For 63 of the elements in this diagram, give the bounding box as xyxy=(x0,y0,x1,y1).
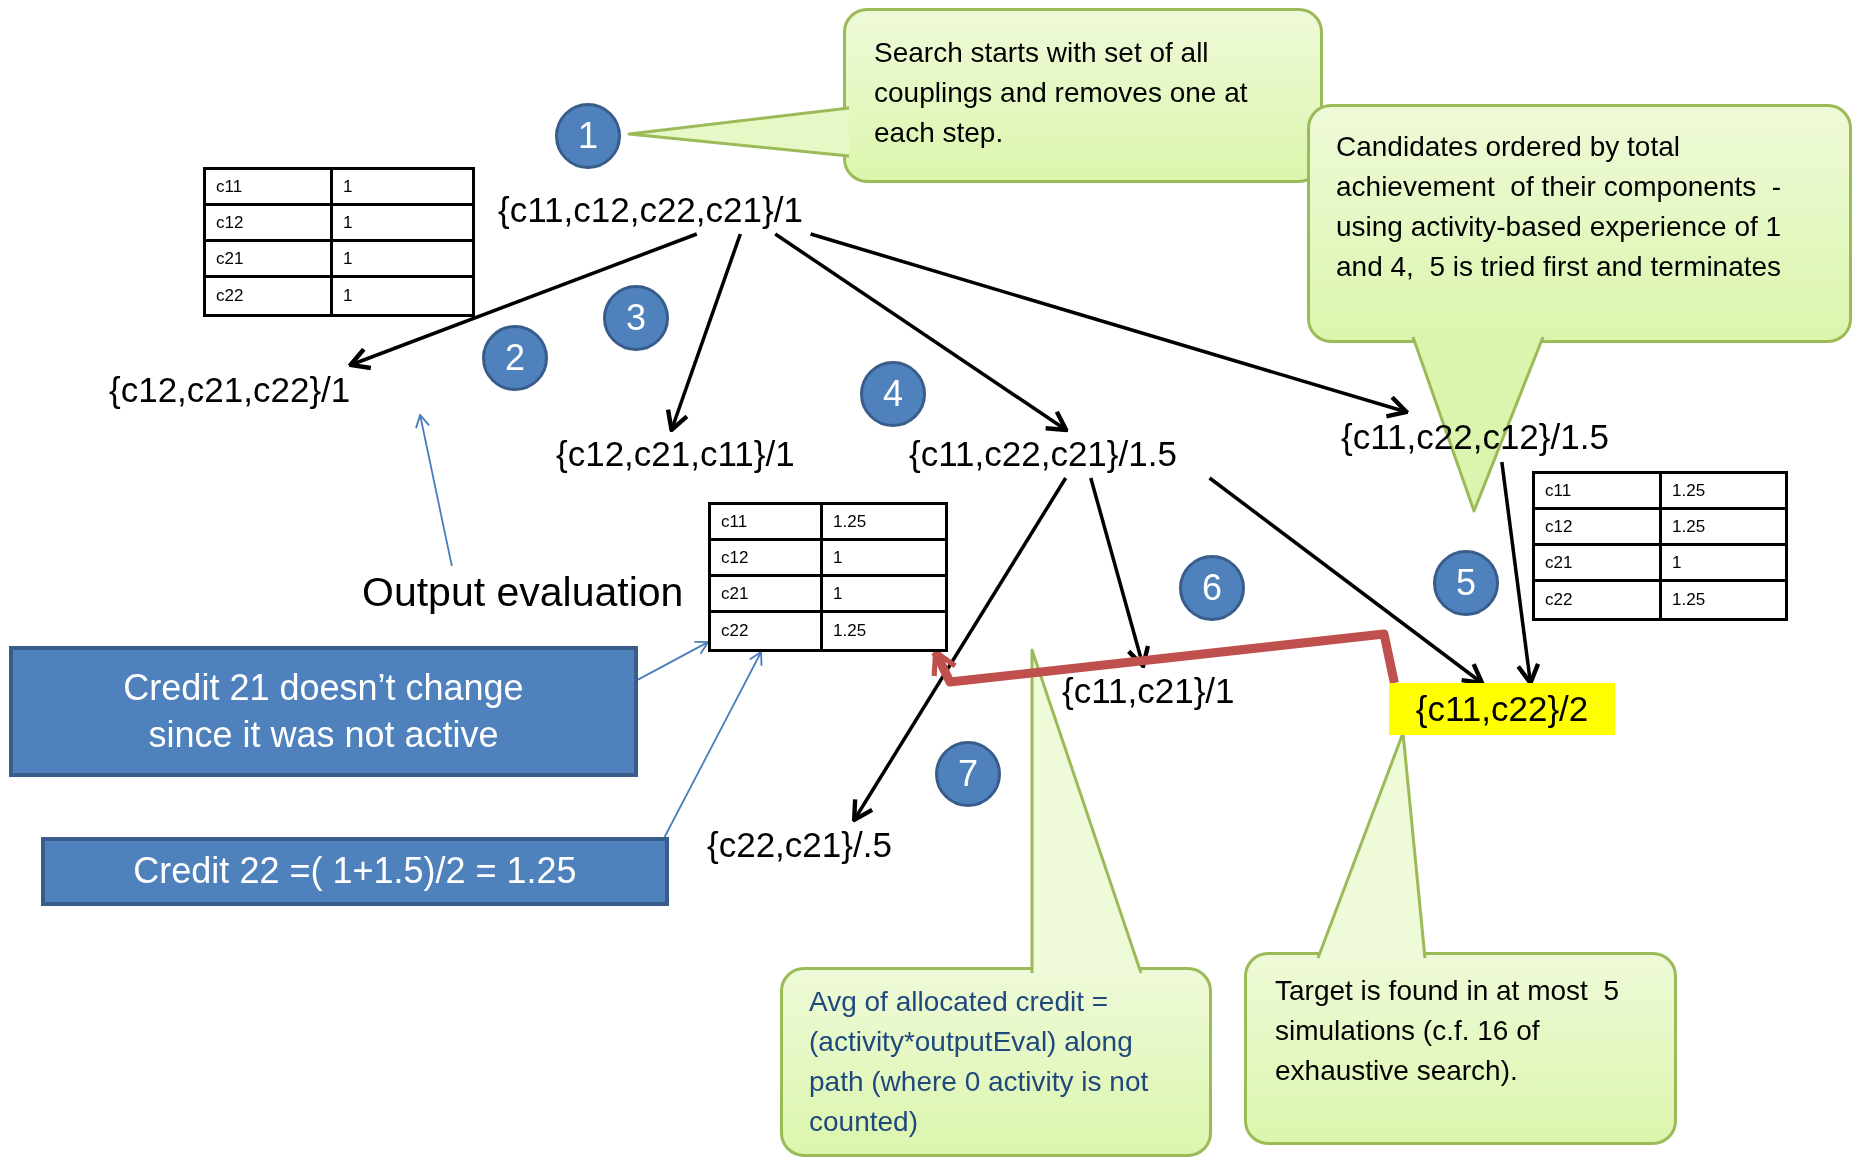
coupling-name: c12 xyxy=(711,541,823,577)
credit-table xyxy=(203,167,475,317)
note-box: Credit 21 doesn’t change since it was not active xyxy=(9,646,638,777)
credit-value: 1.25 xyxy=(1671,589,1707,611)
coupling-set-label: {c22,c21}/.5 xyxy=(703,820,953,870)
callout-bubble xyxy=(1244,952,1677,1145)
output-evaluation-label: Output evaluation xyxy=(362,566,697,618)
credit-value: 1.25 xyxy=(832,620,868,642)
arrow xyxy=(348,232,698,371)
coupling-name: c22 xyxy=(206,278,333,314)
credit-value: 1 xyxy=(342,285,354,307)
credit-value: 1 xyxy=(1662,546,1785,582)
step-number: 4 xyxy=(860,361,926,427)
step-number: 5 xyxy=(1433,550,1499,616)
coupling-name: c21 xyxy=(206,242,333,278)
credit-value: 1 xyxy=(823,577,945,613)
step-number: 2 xyxy=(482,325,548,391)
callout-text: Search starts with set of all couplings and removes one at each step. xyxy=(874,36,1249,150)
credit-table xyxy=(1532,471,1788,621)
credit-value: 1.25 xyxy=(823,505,945,541)
arrow xyxy=(810,232,1409,419)
coupling-name: c12 xyxy=(206,206,333,242)
coupling-name: c11 xyxy=(1535,474,1662,510)
coupling-set-label: {c11,c21}/1 xyxy=(1058,666,1298,716)
credit-value: 1 xyxy=(333,206,472,242)
callout-text: Candidates ordered by total achievement of their components - using activity-based experience of 1 and 4, 5 is tried first and terminates xyxy=(1336,130,1783,284)
callout-text: Avg of allocated credit = (activity*outputEval) along path (where 0 activity is not counted) xyxy=(809,985,1150,1139)
credit-table xyxy=(708,502,948,652)
note-box: Credit 22 =( 1+1.5)/2 = 1.25 xyxy=(41,837,669,906)
coupling-name: c22 xyxy=(711,613,823,649)
credit-value: 1 xyxy=(333,170,472,206)
callout-bubble xyxy=(780,967,1212,1157)
coupling-set-label: {c11,c22,c21}/1.5 xyxy=(905,430,1260,478)
step-number: 3 xyxy=(603,285,669,351)
step-number: 6 xyxy=(1179,555,1245,621)
leader-line xyxy=(663,651,763,838)
coupling-set-label: {c12,c21,c11}/1 xyxy=(552,430,870,478)
callout-bubble xyxy=(843,8,1323,183)
credit-value: 1 xyxy=(823,541,945,577)
coupling-set-label: {c12,c21,c22}/1 xyxy=(105,365,425,415)
coupling-name: c11 xyxy=(206,170,333,206)
arrow xyxy=(1089,477,1151,669)
callout-text: Target is found in at most 5 simulations (c.f. 16 of exhaustive search). xyxy=(1275,974,1620,1088)
credit-value: 1 xyxy=(333,242,472,278)
step-number: 1 xyxy=(555,103,621,169)
coupling-name: c11 xyxy=(711,505,823,541)
step-number: 7 xyxy=(935,741,1001,807)
leader-line xyxy=(415,414,453,567)
arrow xyxy=(1208,476,1485,686)
coupling-name: c22 xyxy=(1535,582,1662,618)
highlighted-coupling-set: {c11,c22}/2 xyxy=(1389,683,1615,735)
coupling-set-label: {c11,c12,c22,c21}/1 xyxy=(494,186,849,234)
arrow xyxy=(852,477,1068,823)
callout-bubble xyxy=(1307,104,1852,343)
arrow xyxy=(774,232,1069,433)
credit-value: 1.25 xyxy=(1662,474,1785,510)
credit-value: 1.25 xyxy=(1662,510,1785,546)
leader-line xyxy=(637,641,709,681)
coupling-name: c12 xyxy=(1535,510,1662,546)
coupling-name: c21 xyxy=(1535,546,1662,582)
coupling-name: c21 xyxy=(711,577,823,613)
arrow xyxy=(665,233,742,433)
arrow xyxy=(1500,461,1541,686)
